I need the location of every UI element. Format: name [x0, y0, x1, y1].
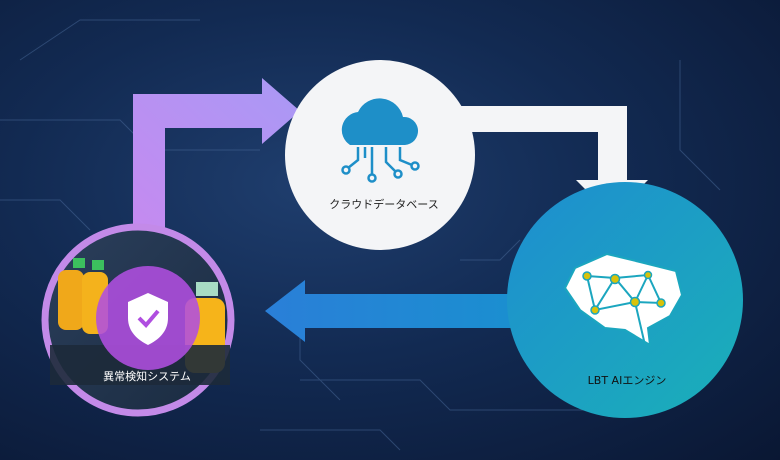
cloud-circuit-icon	[341, 98, 420, 183]
shield-check-icon	[128, 293, 168, 345]
arrow-ai-to-detection	[265, 280, 520, 342]
circuit-background	[0, 19, 721, 451]
cloud-database-node[interactable]	[285, 60, 475, 250]
ai-engine-label: LBT AIエンジン	[587, 374, 667, 387]
arrow-detection-to-cloud	[133, 78, 300, 230]
cloud-database-label: クラウドデータベース	[329, 198, 439, 211]
brain-network-icon	[563, 252, 684, 347]
anomaly-detection-label: 異常検知システム	[103, 370, 191, 383]
